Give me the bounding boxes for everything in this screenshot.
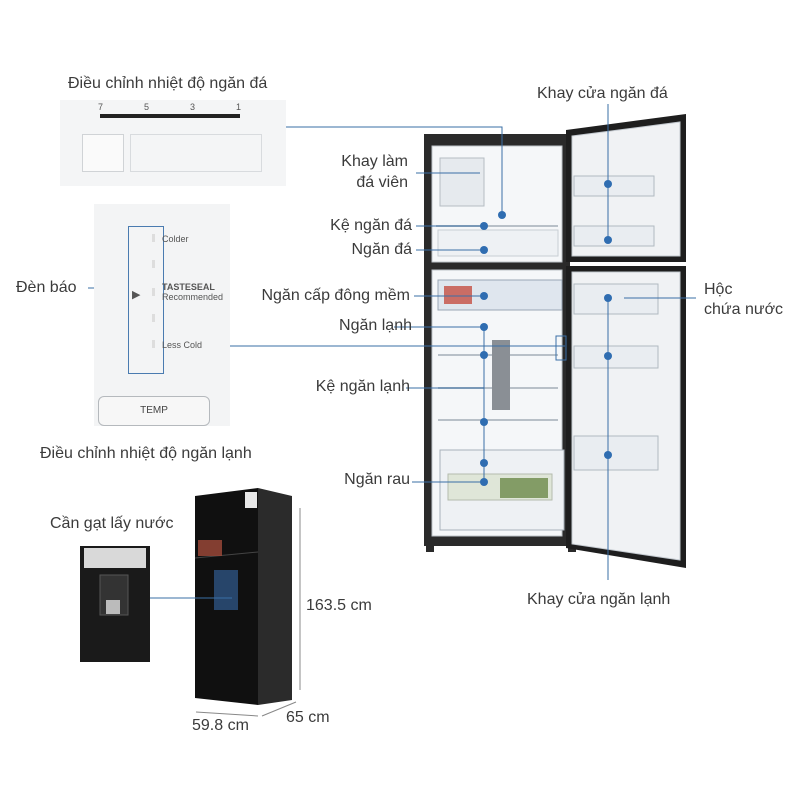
- freezer-dial-knob[interactable]: [82, 134, 124, 172]
- fridge-control-panel: ▶ Colder TASTESEAL Recommended Less Cold…: [94, 204, 230, 426]
- label-indicator-light: Đèn báo: [16, 279, 77, 296]
- label-water-tank-1: Hộc: [704, 281, 733, 298]
- marker-dots: [480, 180, 612, 486]
- label-freezer-shelf: Kệ ngăn đá: [330, 217, 412, 234]
- depth-dimension-line: [261, 701, 297, 717]
- label-freezer-door-tray: Khay cửa ngăn đá: [537, 85, 668, 102]
- water-tank-inner: [492, 340, 510, 410]
- label-fridge-shelf: Kệ ngăn lạnh: [315, 378, 410, 395]
- width-dimension-line: [195, 711, 259, 717]
- open-fridge: [424, 114, 686, 568]
- label-ice-tray-1: Khay làm: [341, 153, 408, 170]
- tick-7: 7: [98, 102, 104, 112]
- ice-tray-shape: [439, 157, 485, 207]
- label-freezer: Ngăn đá: [351, 241, 413, 258]
- label-ice-tray-2: đá viên: [356, 174, 408, 191]
- recommended-label: Recommended: [162, 292, 224, 302]
- label-soft-freeze: Ngăn cấp đông mềm: [261, 287, 410, 304]
- colder-label: Colder: [162, 234, 189, 244]
- tick-3: 3: [190, 102, 196, 112]
- dimension-height: 163.5 cm: [306, 597, 372, 614]
- dimension-depth: 65 cm: [286, 709, 330, 726]
- less-cold-label: Less Cold: [162, 340, 203, 350]
- closed-fridge: [194, 488, 292, 705]
- label-vegetable-drawer: Ngăn rau: [344, 471, 410, 488]
- fridge-door-tray-shape: [573, 435, 659, 471]
- dimension-width: 59.8 cm: [192, 717, 249, 734]
- label-fridge-door-tray: Khay cửa ngăn lạnh: [527, 591, 671, 608]
- label-water-lever: Cần gạt lấy nước: [50, 515, 174, 532]
- arrow-icon: ▶: [132, 289, 141, 301]
- tick-1: 1: [236, 102, 242, 112]
- freezer-door-tray-shape: [573, 175, 655, 197]
- label-freezer-temp-control: Điều chỉnh nhiệt độ ngăn đá: [68, 75, 268, 92]
- indicator-bracket: [128, 226, 164, 374]
- label-fridge-temp-control: Điều chỉnh nhiệt độ ngăn lạnh: [40, 445, 252, 462]
- freezer-dial-panel: 7 5 3 1: [60, 100, 286, 186]
- tasteseal-label: TASTESEAL: [162, 282, 215, 292]
- leader-lines: [88, 104, 696, 580]
- label-fridge: Ngăn lạnh: [339, 317, 412, 334]
- water-tank-shape: [573, 283, 659, 315]
- tick-5: 5: [144, 102, 150, 112]
- temp-button[interactable]: TEMP: [98, 396, 210, 426]
- label-water-tank-2: chứa nước: [704, 301, 784, 318]
